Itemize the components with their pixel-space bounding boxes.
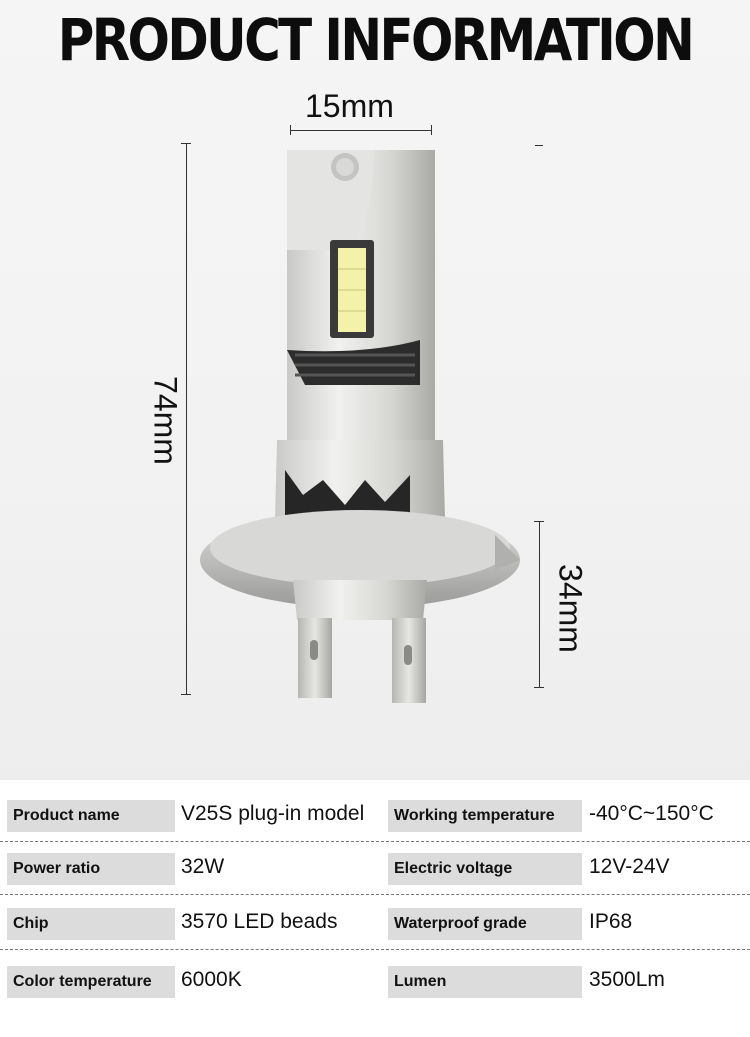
spec-row: Product name V25S plug-in model Working … <box>0 796 750 842</box>
spec-value: -40°C~150°C <box>589 802 714 825</box>
base-dimension-line <box>539 521 540 687</box>
spec-label: Product name <box>7 800 175 832</box>
spec-value: 32W <box>181 855 225 878</box>
length-dimension-line <box>186 143 187 694</box>
spec-label: Power ratio <box>7 853 175 885</box>
length-dimension-tick-top <box>181 143 191 144</box>
base-dimension-tick-top <box>534 521 544 522</box>
spec-table: Product name V25S plug-in model Working … <box>0 780 750 1037</box>
spec-value: 12V-24V <box>589 855 670 878</box>
row-divider <box>0 949 750 950</box>
width-dimension-tick-left <box>290 125 291 135</box>
spec-value: V25S plug-in model <box>181 802 365 825</box>
spec-label: Color temperature <box>7 966 175 998</box>
spec-value: 3500Lm <box>589 968 665 991</box>
length-dimension-tick-bottom <box>181 694 191 695</box>
spec-label: Electric voltage <box>388 853 582 885</box>
spec-value: IP68 <box>589 910 633 933</box>
spec-row: Chip 3570 LED beads Waterproof grade IP6… <box>0 904 750 950</box>
row-divider <box>0 841 750 842</box>
led-bulb-illustration <box>200 150 520 703</box>
length-dimension-label: 74mm <box>147 376 184 465</box>
spec-label: Working temperature <box>388 800 582 832</box>
spec-value: 6000K <box>181 968 242 991</box>
product-image-area: PRODUCT INFORMATION 15mm 74mm 34mm <box>0 0 750 780</box>
spec-label: Waterproof grade <box>388 908 582 940</box>
spec-row: Color temperature 6000K Lumen 3500Lm <box>0 962 750 1002</box>
row-divider <box>0 894 750 895</box>
page-title: PRODUCT INFORMATION <box>57 6 695 74</box>
width-dimension-tick-right <box>431 125 432 135</box>
top-reference-tick <box>535 145 543 146</box>
spec-row: Power ratio 32W Electric voltage 12V-24V <box>0 849 750 895</box>
width-dimension-line <box>290 130 432 131</box>
width-dimension-label: 15mm <box>305 88 394 124</box>
spec-value: 3570 LED beads <box>181 910 338 933</box>
base-dimension-tick-bottom <box>534 687 544 688</box>
spec-label: Lumen <box>388 966 582 998</box>
base-dimension-label: 34mm <box>552 564 589 653</box>
spec-label: Chip <box>7 908 175 940</box>
